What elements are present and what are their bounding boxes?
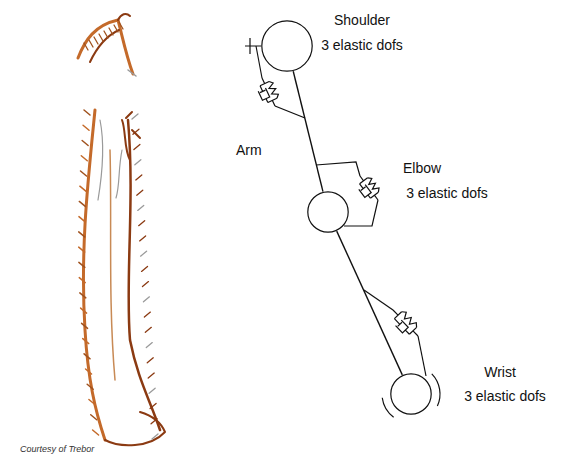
bracket [344, 200, 378, 226]
limb-segment [293, 71, 323, 191]
ground-wall [245, 38, 261, 54]
joint-dofs: 3 elastic dofs [406, 185, 488, 201]
bracket [275, 106, 305, 118]
joint-circle: Wrist3 elastic dofs [390, 373, 432, 415]
segment-label: Arm [236, 142, 262, 158]
bracket [418, 336, 426, 376]
spring-damper [254, 75, 282, 110]
joint-circle: Elbow3 elastic dofs [307, 191, 349, 233]
credit-note: Courtesy of Trebor [20, 441, 94, 457]
joint-outline [261, 20, 313, 72]
bracket [256, 46, 262, 78]
joint-name: Elbow [403, 160, 441, 176]
bracket [316, 162, 360, 176]
joint-outline [390, 373, 432, 415]
joint-dofs: 3 elastic dofs [464, 388, 546, 404]
joint-outline [307, 191, 349, 233]
joint-circle: Shoulder3 elastic dofs [261, 20, 313, 72]
joint-name: Shoulder [334, 12, 390, 28]
limb-segment [337, 231, 403, 375]
joint-name: Wrist [484, 364, 516, 380]
joint-dofs: 3 elastic dofs [321, 37, 403, 53]
joint-arcs [382, 374, 440, 417]
spring-damper [353, 171, 385, 205]
